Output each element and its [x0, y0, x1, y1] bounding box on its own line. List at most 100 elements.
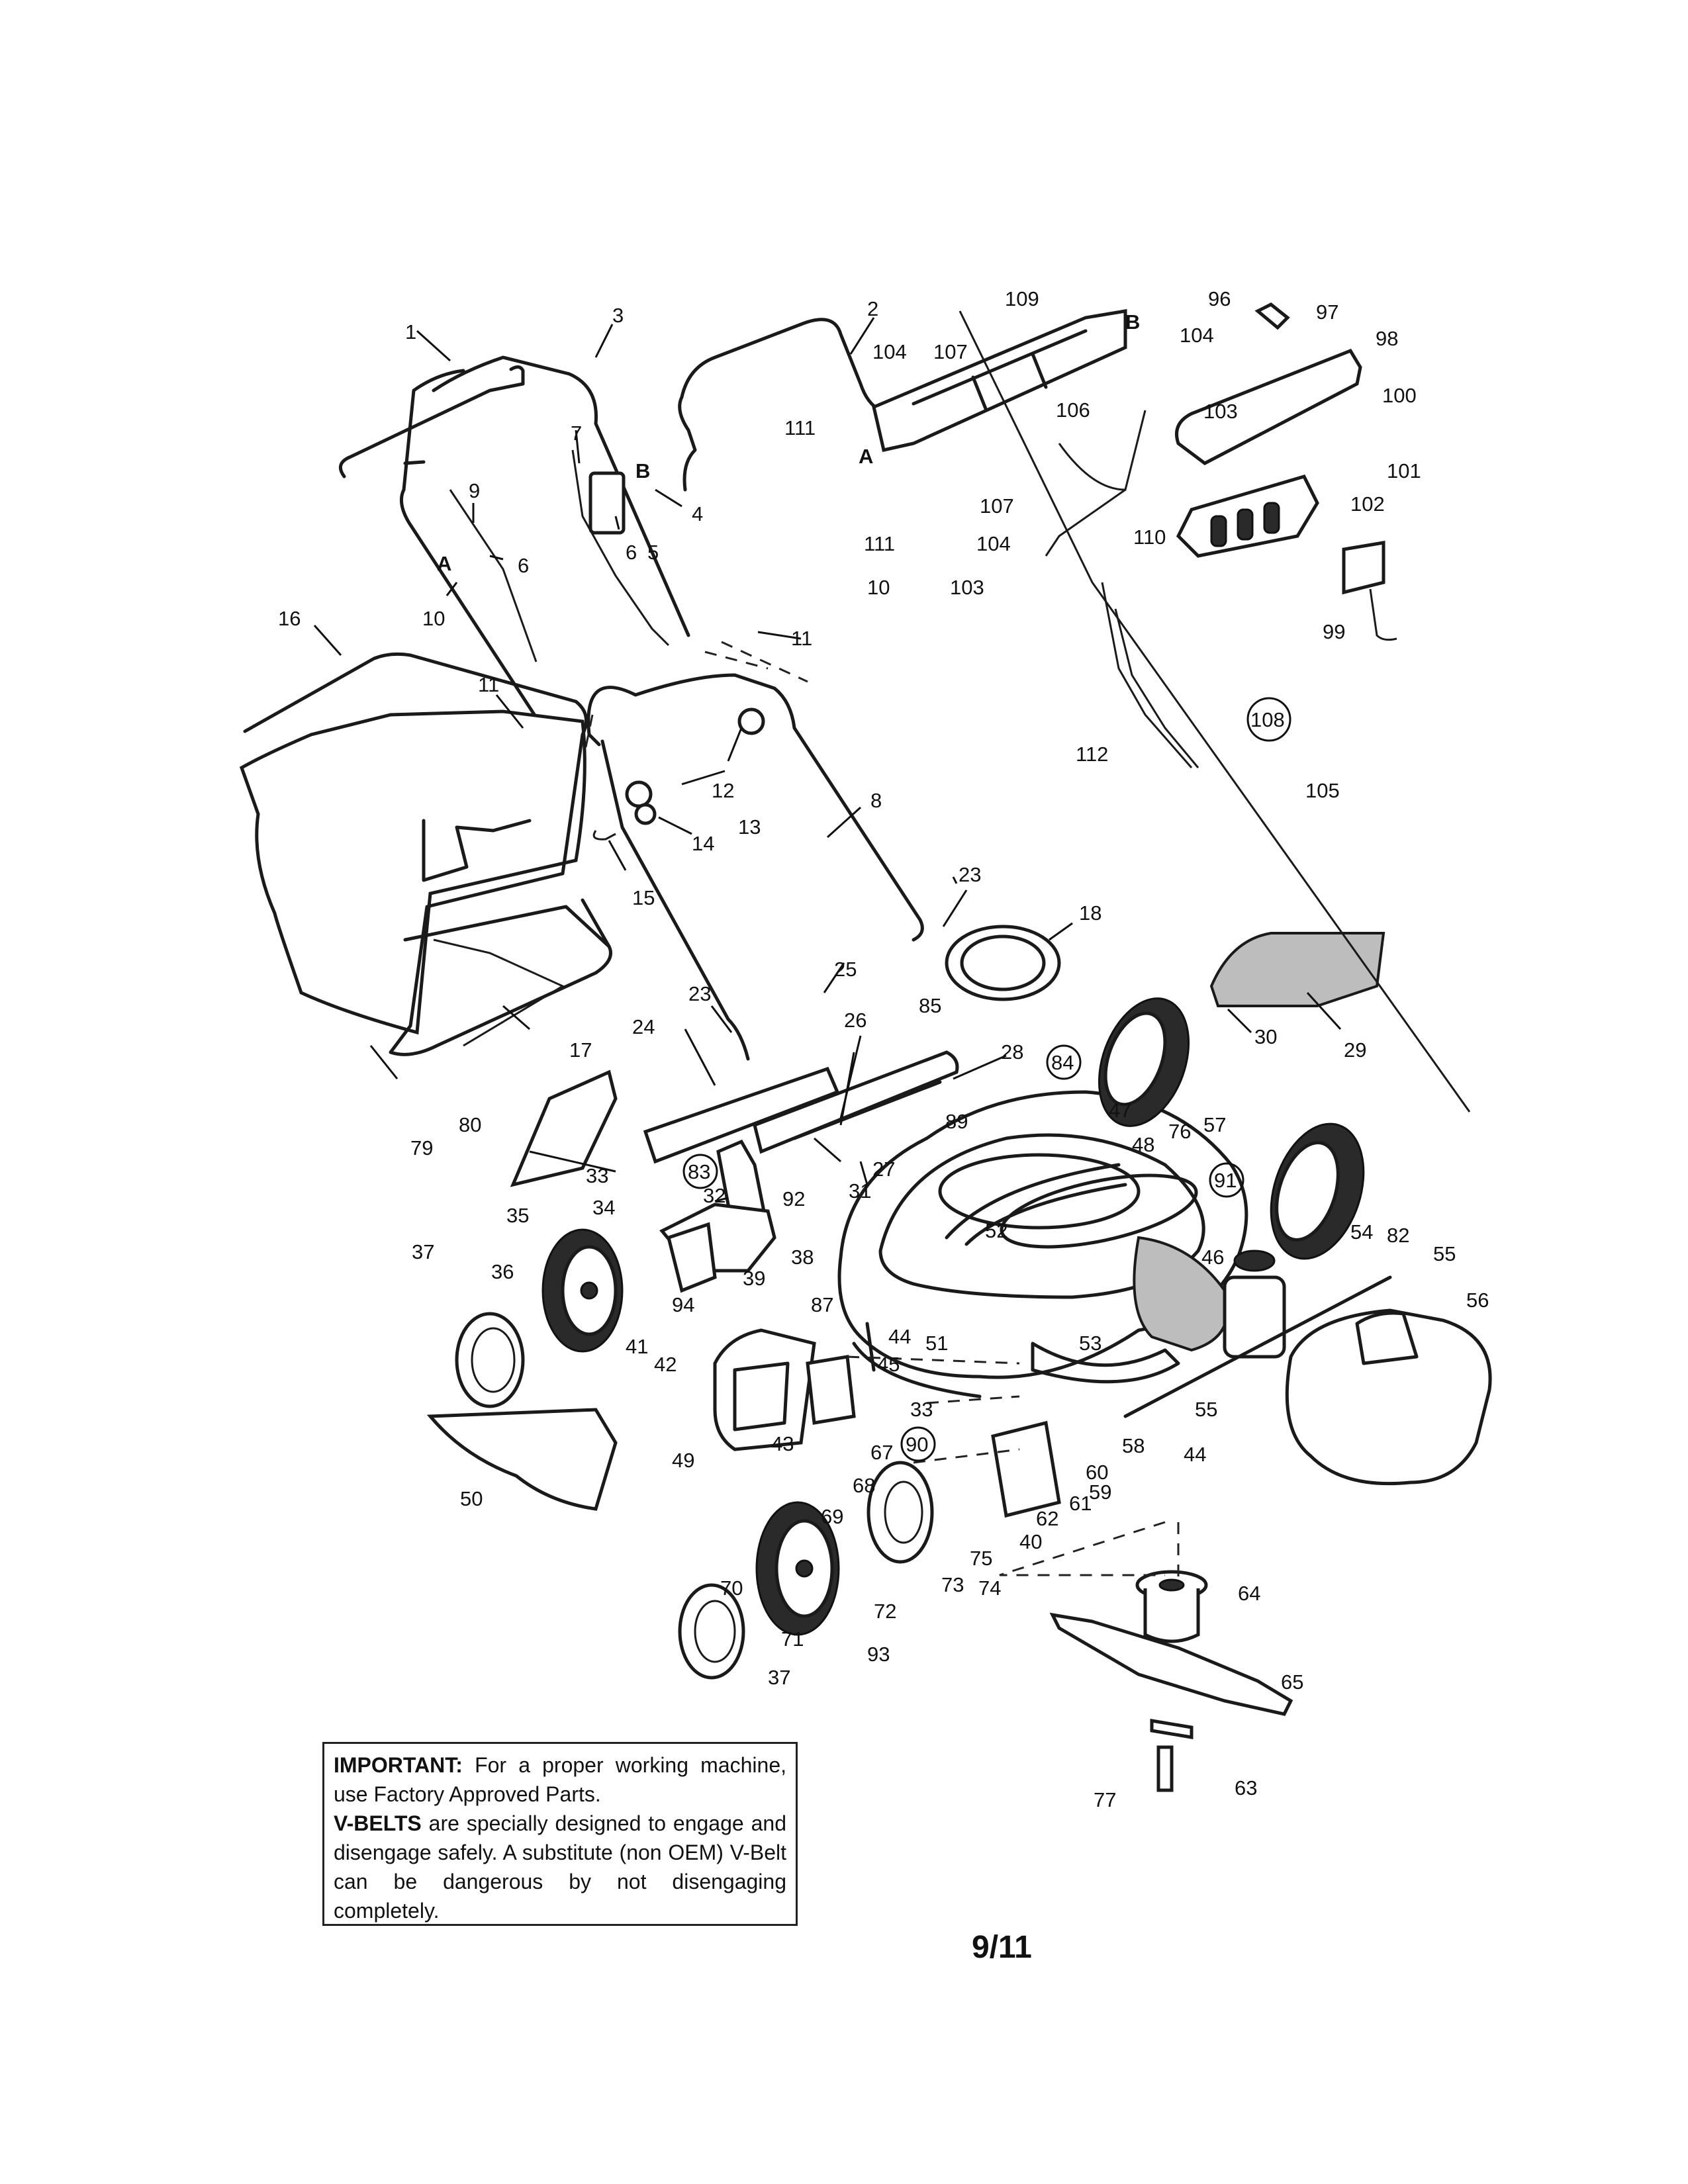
knob-drawing: [625, 780, 653, 808]
part-label-5: 5: [647, 541, 659, 564]
part-label-11b: 11: [478, 673, 499, 696]
key-drawing: [1254, 302, 1290, 330]
part-label-91: 91: [1214, 1169, 1237, 1192]
knob-drawing: [737, 707, 765, 735]
part-label-108: 108: [1250, 708, 1285, 731]
part-label-31: 31: [849, 1179, 871, 1203]
control-bail-drawing: [338, 365, 525, 478]
part-label-60: 60: [1086, 1461, 1108, 1484]
stiffener-drawing: [1150, 1719, 1194, 1739]
battery-cover-drawing: [912, 329, 1088, 412]
part-label-23b: 23: [688, 982, 711, 1005]
drive-shaft-drawing: [1123, 1275, 1392, 1418]
part-label-112: 112: [1076, 743, 1108, 766]
reference-letter-b: B: [635, 459, 650, 482]
part-label-69: 69: [821, 1505, 843, 1528]
side-chute-drawing: [426, 1408, 618, 1511]
part-label-67: 67: [870, 1441, 893, 1464]
battery-pack-drawing: [1176, 475, 1319, 558]
reference-letter-b: B: [1125, 310, 1140, 334]
cable-drawing: [571, 449, 670, 647]
part-label-74: 74: [978, 1576, 1001, 1600]
part-label-73: 73: [941, 1573, 964, 1596]
part-label-35: 35: [506, 1204, 529, 1227]
part-label-84: 84: [1051, 1051, 1074, 1074]
part-label-48: 48: [1132, 1133, 1154, 1156]
part-label-51: 51: [925, 1332, 948, 1355]
belt-cover-drawing: [1031, 1342, 1180, 1384]
part-label-104c: 104: [976, 532, 1011, 555]
part-label-111b: 111: [864, 532, 895, 555]
height-adjust-bracket-drawing: [991, 1420, 1061, 1518]
part-label-89: 89: [945, 1110, 968, 1133]
part-label-6b: 6: [518, 554, 529, 577]
part-label-47: 47: [1109, 1099, 1131, 1122]
reference-letter-a: A: [437, 552, 451, 575]
part-label-103b: 103: [950, 576, 984, 599]
circle-marker: [1046, 1044, 1082, 1080]
part-label-13: 13: [738, 815, 761, 839]
lower-handle-drawing: [586, 673, 924, 1061]
blade-adapter-drawing: [1135, 1570, 1208, 1643]
part-label-28: 28: [1001, 1040, 1023, 1064]
part-label-44: 44: [888, 1325, 911, 1348]
part-label-70: 70: [720, 1576, 743, 1600]
part-label-27: 27: [872, 1158, 895, 1181]
mower-deck-drawing: [837, 1090, 1248, 1398]
wiring-harness-drawing: [1114, 608, 1199, 768]
front-wheel-drawing: [755, 1501, 840, 1636]
part-label-39: 39: [743, 1267, 765, 1290]
control-cable-drawing: [959, 310, 1471, 1113]
part-label-25: 25: [834, 958, 857, 981]
part-label-18: 18: [1079, 901, 1102, 925]
drive-gear-drawing: [867, 1461, 934, 1564]
part-label-37b: 37: [768, 1666, 790, 1689]
rear-flap-drawing: [510, 1069, 618, 1187]
part-label-26: 26: [844, 1009, 867, 1032]
drive-gear-drawing: [884, 1480, 923, 1544]
part-label-4: 4: [692, 502, 703, 525]
part-label-49: 49: [672, 1449, 694, 1472]
part-label-29: 29: [1344, 1038, 1366, 1062]
part-label-96: 96: [1208, 287, 1231, 310]
part-label-55: 55: [1433, 1242, 1456, 1265]
rear-shaft-drawing: [792, 1080, 942, 1140]
part-label-104b: 104: [1180, 324, 1214, 347]
part-label-85: 85: [919, 994, 941, 1017]
part-label-99: 99: [1323, 620, 1345, 643]
part-label-105: 105: [1305, 779, 1340, 802]
part-label-50: 50: [460, 1487, 483, 1510]
part-label-7: 7: [571, 422, 582, 445]
hubcap-drawing: [455, 1312, 525, 1408]
hubcap-drawing: [678, 1583, 745, 1680]
clip-drawing: [592, 830, 616, 841]
grass-bag-drawing: [239, 652, 612, 1056]
part-label-55b: 55: [1195, 1398, 1217, 1421]
part-label-59: 59: [1089, 1480, 1111, 1504]
vbelts-heading: V-BELTS: [334, 1811, 422, 1835]
engine-cover-drawing: [733, 1361, 790, 1432]
battery-cover-drawing: [872, 309, 1127, 452]
part-label-98: 98: [1376, 327, 1398, 350]
rear-wheel-drawing: [1270, 1122, 1365, 1260]
part-label-44b: 44: [1184, 1443, 1206, 1466]
blade-drawing: [1049, 1612, 1293, 1716]
circle-marker: [1209, 1162, 1244, 1198]
part-label-103: 103: [1203, 400, 1238, 423]
assembly-guide-lines: [847, 1355, 1180, 1582]
part-label-53: 53: [1079, 1332, 1102, 1355]
part-label-62: 62: [1036, 1507, 1058, 1530]
leader-lines: [313, 317, 1342, 1203]
part-label-83: 83: [688, 1160, 710, 1183]
cable-bracket-drawing: [588, 471, 626, 535]
part-label-80: 80: [459, 1113, 481, 1136]
part-label-52: 52: [985, 1219, 1008, 1242]
assembly-guide-lines: [561, 641, 808, 848]
part-label-43: 43: [771, 1432, 794, 1455]
part-label-24: 24: [632, 1015, 655, 1038]
page-number: 9/11: [972, 1930, 1032, 1965]
mulch-plug-drawing: [1355, 1311, 1419, 1365]
part-label-87: 87: [811, 1293, 833, 1316]
battery-box-drawing: [1175, 348, 1362, 465]
part-label-6: 6: [626, 541, 637, 564]
